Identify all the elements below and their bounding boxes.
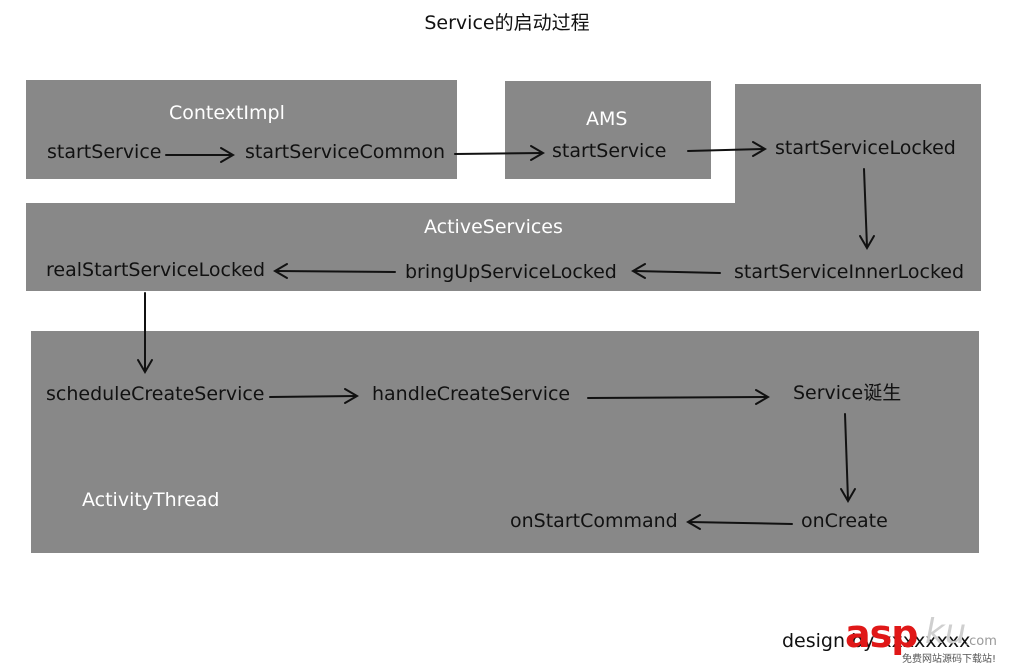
node-real-start-service-locked: realStartServiceLocked	[46, 259, 266, 281]
arrow-on-create-to-on-start-command	[686, 514, 793, 530]
arrow-bring-up-to-real-start	[273, 263, 396, 279]
node-service-born: Service诞生	[793, 382, 902, 404]
group-label-activity-thread: ActivityThread	[82, 489, 220, 511]
node-handle-create-service: handleCreateService	[372, 383, 571, 405]
watermark-tagline: 免费网站源码下载站!	[902, 654, 997, 665]
watermark-logo-suffix: ku	[925, 612, 967, 652]
node-context-impl-start-service: startService	[47, 141, 162, 163]
node-ams-start-service: startService	[552, 140, 667, 162]
node-on-create: onCreate	[801, 510, 888, 532]
diagram-title: Service的启动过程	[424, 12, 590, 34]
arrow-locked-to-inner-locked	[859, 168, 875, 250]
context-impl-box	[26, 80, 457, 179]
arrow-start-service-to-common	[165, 147, 235, 163]
group-label-context-impl: ContextImpl	[169, 102, 285, 124]
activity-thread-box	[31, 331, 979, 553]
ams-box	[505, 81, 711, 179]
arrow-ams-to-start-service-locked	[687, 141, 767, 157]
arrow-service-born-to-on-create	[840, 413, 856, 503]
node-start-service-common: startServiceCommon	[245, 141, 446, 163]
node-start-service-inner-locked: startServiceInnerLocked	[734, 261, 965, 283]
arrow-inner-to-bring-up	[631, 263, 721, 279]
node-bring-up-service-locked: bringUpServiceLocked	[405, 261, 617, 283]
group-label-active-services: ActiveServices	[424, 216, 563, 238]
arrow-handle-to-service-born	[587, 389, 770, 405]
watermark-logo-domain: .com	[965, 634, 997, 649]
node-schedule-create-service: scheduleCreateService	[46, 383, 265, 405]
arrow-schedule-to-handle	[269, 388, 359, 404]
node-start-service-locked: startServiceLocked	[775, 137, 956, 159]
arrow-common-to-ams	[454, 145, 545, 161]
watermark-logo-brand: asp	[845, 612, 918, 656]
group-label-ams: AMS	[586, 108, 628, 130]
node-on-start-command: onStartCommand	[510, 510, 678, 532]
arrow-real-start-to-schedule	[137, 292, 153, 374]
design-credit: design by xxxxxxxx	[782, 630, 971, 652]
